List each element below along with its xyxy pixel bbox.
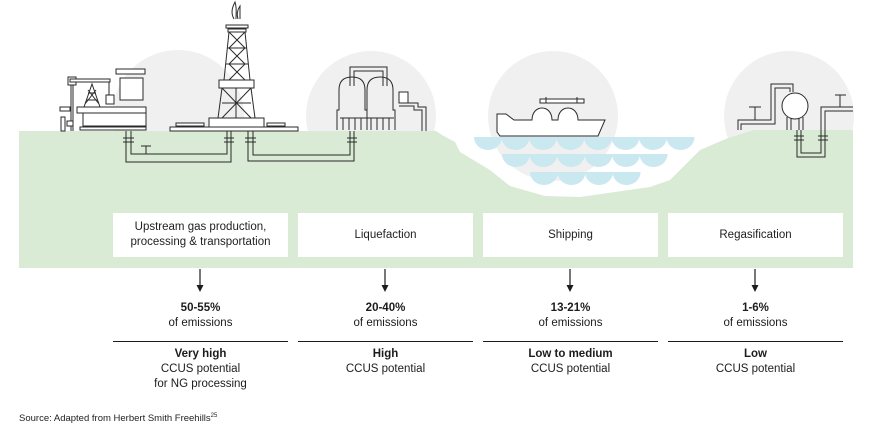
- emissions-label: of emissions: [538, 317, 603, 329]
- arrow-down-icon: [751, 269, 759, 292]
- wave-shape: [666, 137, 695, 150]
- footnote-marker: 25: [210, 413, 218, 419]
- divider: [298, 341, 473, 342]
- stage-box-liquefaction: Liquefaction: [298, 213, 473, 257]
- wave-shape: [584, 154, 613, 167]
- stage-box-regasification: Regasification: [668, 213, 843, 257]
- wave-shape: [556, 137, 585, 150]
- divider: [483, 341, 658, 342]
- arrow-down-icon: [566, 269, 574, 292]
- drilling-rig-icon: [169, 0, 299, 132]
- emissions-share: 13-21%: [550, 302, 591, 314]
- emissions-share: 20-40%: [365, 302, 406, 314]
- arrow-down-icon: [196, 269, 204, 292]
- wave-shape: [557, 154, 585, 167]
- ccus-level: Low: [744, 348, 767, 360]
- liquefaction-plant-icon: [336, 66, 427, 131]
- stage-stats-liquefaction: 20-40% of emissions High CCUS potential: [298, 301, 473, 377]
- stage-label: Shipping: [548, 228, 593, 241]
- stage-stats-upstream: 50-55% of emissions Very high CCUS poten…: [113, 301, 288, 392]
- wave-shape: [530, 172, 558, 185]
- wave-shape: [529, 137, 557, 150]
- ccus-label: CCUS potential: [530, 363, 611, 375]
- ccus-level: Low to medium: [528, 348, 613, 360]
- wave-shape: [612, 154, 640, 167]
- stage-label: Regasification: [719, 228, 792, 241]
- source-text: Source: Adapted from Herbert Smith Freeh…: [19, 413, 211, 424]
- emissions-share: 1-6%: [742, 302, 769, 314]
- wave-shape: [639, 154, 668, 167]
- wave-shape: [611, 137, 640, 150]
- divider: [668, 341, 843, 342]
- emissions-label: of emissions: [723, 317, 788, 329]
- water-waves-icon: [474, 137, 695, 186]
- wave-shape: [557, 172, 586, 186]
- wave-shape: [501, 137, 530, 150]
- wave-shape: [585, 172, 613, 185]
- emissions-label: of emissions: [168, 317, 233, 329]
- wave-shape: [612, 172, 641, 186]
- pipeline-icon: [123, 131, 357, 163]
- stage-stats-shipping: 13-21% of emissions Low to medium CCUS p…: [483, 301, 658, 377]
- arrow-down-icon: [381, 269, 389, 292]
- lng-ship-icon: [496, 97, 606, 137]
- emissions-label: of emissions: [353, 317, 418, 329]
- ccus-label: CCUS potential: [345, 363, 426, 375]
- ccus-level: Very high: [174, 348, 227, 360]
- wave-shape: [474, 137, 502, 150]
- emissions-share: 50-55%: [180, 302, 221, 314]
- stage-label: Liquefaction: [354, 228, 417, 241]
- stage-box-upstream: Upstream gas production, processing & tr…: [113, 213, 288, 257]
- stage-box-shipping: Shipping: [483, 213, 658, 257]
- ccus-level: High: [372, 348, 399, 360]
- wave-shape: [529, 154, 558, 167]
- stage-label: Upstream gas production, processing & tr…: [130, 221, 271, 248]
- wave-shape: [639, 137, 667, 150]
- stage-stats-regasification: 1-6% of emissions Low CCUS potential: [668, 301, 843, 377]
- ccus-label: CCUS potential: [160, 363, 241, 375]
- oil-pumpjack-icon: [59, 68, 147, 132]
- regasification-terminal-icon: [737, 83, 853, 158]
- ccus-note: for NG processing: [154, 378, 247, 390]
- wave-shape: [502, 154, 530, 167]
- wave-shape: [584, 137, 612, 150]
- ccus-label: CCUS potential: [715, 363, 796, 375]
- source-note: Source: Adapted from Herbert Smith Freeh…: [19, 413, 217, 424]
- divider: [113, 341, 288, 342]
